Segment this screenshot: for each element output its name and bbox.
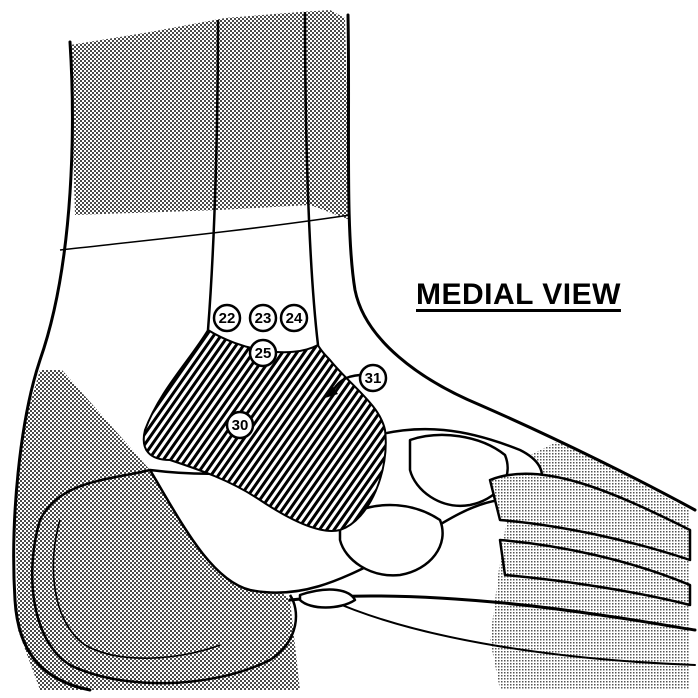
svg-text:30: 30 (232, 417, 249, 434)
diagram-title: MEDIAL VIEW (416, 278, 621, 312)
callout-31: 31 (360, 365, 386, 391)
svg-text:23: 23 (255, 310, 272, 327)
svg-text:31: 31 (365, 370, 382, 387)
callout-22: 22 (214, 305, 240, 331)
svg-text:22: 22 (219, 310, 236, 327)
callout-24: 24 (281, 305, 307, 331)
svg-text:25: 25 (255, 345, 272, 362)
callout-25: 25 (250, 340, 276, 366)
svg-text:24: 24 (286, 310, 303, 327)
callout-30: 30 (227, 412, 253, 438)
callout-23: 23 (250, 305, 276, 331)
